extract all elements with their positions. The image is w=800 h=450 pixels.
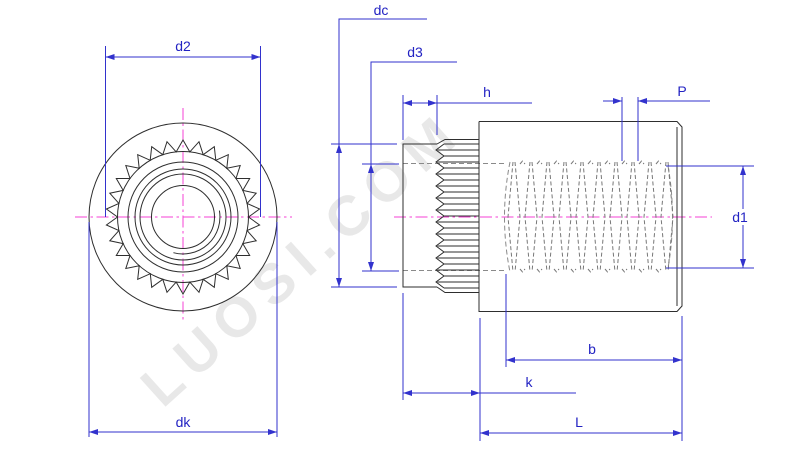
dim-label-p: P bbox=[677, 83, 686, 99]
thread-start-curve bbox=[504, 161, 511, 273]
arrowhead-icon bbox=[403, 390, 412, 396]
side-view bbox=[402, 121, 683, 312]
arrowhead-icon bbox=[740, 166, 746, 175]
part-outlines bbox=[88, 121, 683, 312]
dk-extension-lines bbox=[88, 222, 278, 437]
arrowhead-icon bbox=[471, 390, 480, 396]
knurl-teeth-edge bbox=[435, 143, 445, 289]
arrowhead-icon bbox=[673, 357, 682, 363]
thread-zigzag-path bbox=[507, 160, 674, 273]
dim-label-dk: dk bbox=[176, 414, 192, 430]
arrowhead-icon bbox=[740, 259, 746, 268]
knurl-teeth-ring bbox=[105, 138, 261, 296]
d3-leader-line bbox=[370, 61, 457, 271]
arrowhead-icon bbox=[368, 164, 374, 173]
d1-extension-lines bbox=[666, 165, 754, 269]
arrowhead-icon bbox=[105, 54, 115, 60]
pilot-face-circle-2 bbox=[134, 168, 232, 266]
pilot-shank-outline bbox=[402, 143, 437, 288]
dim-label-d2: d2 bbox=[175, 38, 191, 54]
body-outline bbox=[478, 121, 683, 312]
knurl-hatch-lines bbox=[437, 143, 479, 289]
arrowhead-icon bbox=[336, 144, 342, 153]
flange-outer-circle bbox=[88, 122, 278, 312]
pilot-face-circle-1 bbox=[127, 161, 239, 273]
internal-thread bbox=[507, 160, 674, 273]
arrowhead-icon bbox=[368, 262, 374, 271]
knurl-collar-outline bbox=[436, 139, 479, 293]
arrowhead-icon bbox=[251, 54, 261, 60]
d1-label-mask bbox=[727, 209, 754, 225]
arrowhead-icon bbox=[673, 430, 682, 436]
arrowhead-icon bbox=[506, 357, 515, 363]
dim-label-h: h bbox=[483, 84, 491, 100]
arrowhead-icon bbox=[336, 278, 342, 287]
k-extension-lines bbox=[402, 293, 481, 441]
arrowhead-icon bbox=[428, 100, 437, 106]
front-view bbox=[88, 122, 278, 312]
dimension-arrowheads bbox=[89, 54, 746, 436]
dimension-lines bbox=[88, 18, 754, 441]
dim-label-d1: d1 bbox=[732, 209, 748, 225]
dc-extension-lines bbox=[331, 143, 397, 288]
dim-label-b: b bbox=[588, 341, 596, 357]
p-extension-lines bbox=[621, 97, 639, 161]
center-lines bbox=[75, 108, 712, 323]
pilot-face-circle-3 bbox=[139, 173, 227, 261]
dc-leader-line bbox=[338, 18, 427, 287]
arrowhead-icon bbox=[613, 98, 622, 104]
dim-label-dc: dc bbox=[374, 2, 389, 18]
d2-extension-lines bbox=[105, 46, 261, 217]
arrowhead-icon bbox=[403, 100, 412, 106]
dim-label-l: L bbox=[575, 414, 583, 430]
d3-extension-lines bbox=[362, 163, 399, 272]
arrowhead-icon bbox=[89, 429, 98, 435]
dimension-labels: d2 dk dc d3 h P d1 b k L bbox=[175, 2, 748, 430]
arrowhead-icon bbox=[638, 98, 647, 104]
thread-major-arc bbox=[173, 210, 221, 255]
dim-label-k: k bbox=[526, 374, 534, 390]
arrowhead-icon bbox=[480, 430, 489, 436]
thread-hole-circle bbox=[151, 185, 215, 249]
arrowhead-icon bbox=[268, 429, 277, 435]
dim-label-d3: d3 bbox=[407, 44, 423, 60]
